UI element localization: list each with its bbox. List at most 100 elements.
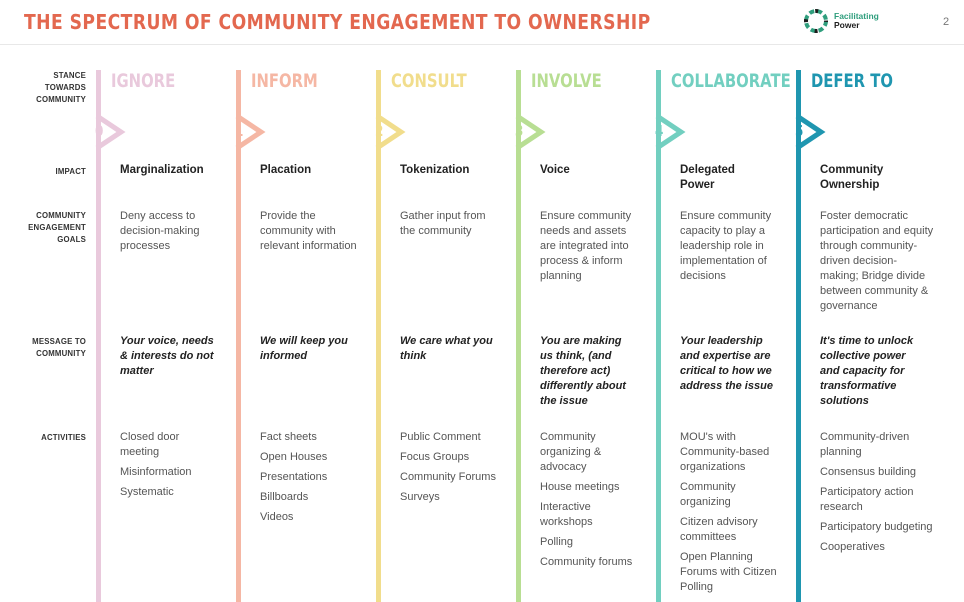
- stage-message-line: informed: [260, 350, 308, 362]
- stage-name: CONSULT: [391, 70, 467, 92]
- activity-item: Interactive workshops: [540, 500, 632, 530]
- stage-goals-line: implementation of: [680, 255, 767, 267]
- row-label-line: GOALS: [57, 235, 86, 244]
- stage-message-line: matter: [120, 365, 154, 377]
- stage-impact: Marginalization: [120, 163, 204, 178]
- activity-item: Surveys: [400, 490, 496, 505]
- activity-line: Misinformation: [120, 466, 192, 478]
- stage-goals-line: Deny access to: [120, 210, 196, 222]
- activity-line: Participatory action: [820, 486, 914, 498]
- chevron-right-icon: [795, 114, 826, 150]
- stage-line: [796, 70, 801, 602]
- stage-impact-line: Placation: [260, 164, 312, 176]
- stage-impact: Voice: [540, 163, 570, 178]
- activity-line: Interactive: [540, 501, 591, 513]
- activity-line: Focus Groups: [400, 451, 470, 463]
- stage-line: [656, 70, 661, 602]
- stage-goals-line: driven decision-: [820, 255, 898, 267]
- activity-line: Community Forums: [400, 471, 496, 483]
- activity-item: Community Forums: [400, 470, 496, 485]
- stage-goals-line: capacity to play a: [680, 225, 765, 237]
- stage-message-line: us think, (and: [540, 350, 612, 362]
- stage-impact-line: Ownership: [820, 179, 880, 191]
- activity-line: Community-based: [680, 446, 770, 458]
- row-label-line: IMPACT: [55, 167, 86, 176]
- activity-item: Participatory budgeting: [820, 520, 933, 535]
- activity-line: Surveys: [400, 491, 440, 503]
- activity-item: Community forums: [540, 555, 632, 570]
- stage-number: 4: [655, 122, 664, 140]
- stage-impact: Placation: [260, 163, 311, 178]
- activity-line: Citizen advisory: [680, 516, 758, 528]
- chevron-right-icon: [235, 114, 266, 150]
- activity-line: advocacy: [540, 461, 587, 473]
- stage-goals-line: community with: [260, 225, 336, 237]
- stage-line: [236, 70, 241, 602]
- activity-line: workshops: [540, 516, 593, 528]
- stage-message-line: the issue: [540, 395, 588, 407]
- row-label-line: TOWARDS: [44, 83, 86, 92]
- stage-goals-line: process & inform: [540, 255, 623, 267]
- row-label-line: COMMUNITY: [36, 349, 86, 358]
- activity-line: Polling: [680, 581, 714, 593]
- stage-message-line: Your voice, needs: [120, 335, 214, 347]
- row-label-line: ENGAGEMENT: [28, 223, 86, 232]
- activity-item: Consensus building: [820, 465, 933, 480]
- activity-line: Forums with Citizen: [680, 566, 777, 578]
- activity-item: Billboards: [260, 490, 327, 505]
- stage-goals-line: participation and equity: [820, 225, 934, 237]
- row-label-line: MESSAGE TO: [32, 337, 86, 346]
- stage-goals: Foster democratic participation and equit…: [820, 209, 933, 314]
- stage-impact-line: Tokenization: [400, 164, 470, 176]
- stage-goals-line: are integrated into: [540, 240, 629, 252]
- stage-number: 5: [795, 122, 804, 140]
- activity-item: Fact sheets: [260, 430, 327, 445]
- logo-text: Facilitating Power: [834, 12, 879, 30]
- activity-line: organizations: [680, 461, 746, 473]
- stage-goals-line: Foster democratic: [820, 210, 909, 222]
- activity-line: Participatory budgeting: [820, 521, 933, 533]
- stage-message-line: address the issue: [680, 380, 773, 392]
- stage-message-line: We will keep you: [260, 335, 348, 347]
- activity-item: Focus Groups: [400, 450, 496, 465]
- activity-line: Presentations: [260, 471, 328, 483]
- activity-line: Videos: [260, 511, 294, 523]
- activity-line: Open Houses: [260, 451, 328, 463]
- activity-item: Misinformation: [120, 465, 192, 480]
- activity-item: Cooperatives: [820, 540, 933, 555]
- stage-message-line: and expertise are: [680, 350, 771, 362]
- facilitating-power-logo-icon: [804, 9, 828, 33]
- stage-goals-line: between community &: [820, 285, 929, 297]
- stage-message-line: therefore act): [540, 365, 611, 377]
- activity-line: Closed door: [120, 431, 180, 443]
- stage-goals-line: relevant information: [260, 240, 357, 252]
- stage-impact-line: Voice: [540, 164, 570, 176]
- stage-goals-line: needs and assets: [540, 225, 627, 237]
- activity-line: Billboards: [260, 491, 309, 503]
- activity-line: Community-driven: [820, 431, 910, 443]
- header-divider: [0, 44, 964, 45]
- stage-number: 0: [95, 122, 104, 140]
- activity-line: Community forums: [540, 556, 633, 568]
- activity-item: Videos: [260, 510, 327, 525]
- stage-goals-line: Gather input from: [400, 210, 486, 222]
- stage-number: 1: [235, 122, 244, 140]
- page-number: 2: [943, 16, 950, 28]
- activity-line: Fact sheets: [260, 431, 317, 443]
- chevron-right-icon: [95, 114, 126, 150]
- stage-message-line: collective power: [820, 350, 906, 362]
- row-label-line: COMMUNITY: [36, 211, 86, 220]
- stage-message-line: We care what you: [400, 335, 493, 347]
- stage-goals-line: making; Bridge divide: [820, 270, 926, 282]
- stage-message-line: Your leadership: [680, 335, 763, 347]
- stage-name: INVOLVE: [531, 70, 602, 92]
- stage-goals-line: Ensure community: [680, 210, 772, 222]
- activity-item: Public Comment: [400, 430, 496, 445]
- stage-message: We will keep you informed: [260, 334, 348, 364]
